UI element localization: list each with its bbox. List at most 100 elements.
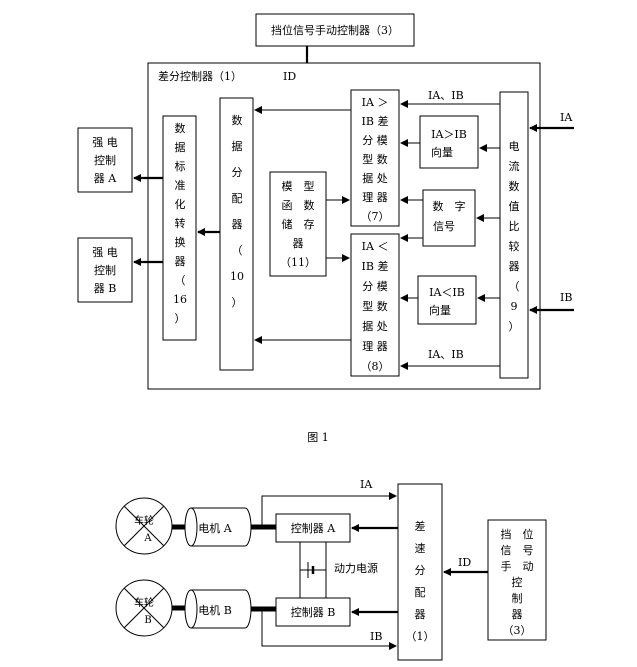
standardization-converter-box [162,115,197,341]
distributor-line-1: 数 [232,114,243,127]
std-converter-line-3: 标 [175,159,186,173]
motor-b-label: 电机 B [198,603,232,617]
wheel-a-letter: A [143,533,152,544]
distributor-line-6: （ [232,244,243,257]
comparator-box [499,91,529,379]
vector-lt-line2: 向量 [429,303,451,317]
comparator-line-4: 值 [509,200,520,213]
processor-8-line-7: （8） [361,360,390,373]
std-converter-line-6: 转 [175,216,186,230]
processor-8-line-5: 据 处 [362,319,388,333]
processor-8-line-3: 分 模 [362,280,388,293]
wheel-a-cross-2 [123,505,165,547]
model-store-line-5: （11） [280,256,316,269]
vector-lt-box [417,275,477,325]
processor-7-line-2: IB 差 [362,114,389,128]
data-distributor-box [219,97,254,371]
processor-7-line-7: （7） [361,210,390,223]
processor-8-box [350,233,400,377]
distributor-line-4: 配 [232,192,243,205]
processor-8-line-2: IB 差 [362,259,389,273]
model-store-line-2: 函 数 [282,199,315,212]
controller-a-label: 控制器 A [291,521,336,535]
diff-distributor-box [397,483,443,661]
distributor-line-3: 分 [232,166,243,179]
distributor-line-2: 据 [232,139,243,153]
manual-2-line-5: 制 [512,592,523,605]
processor-7-box [350,89,400,227]
distributor-line-5: 器 [232,218,243,231]
id-label: ID [283,70,296,83]
wheel-b-label: 车轮 [134,596,154,609]
ia-label: IA [360,478,373,491]
strong-a-line2: 控制 [94,153,116,167]
figure-1-caption: 图 1 [307,431,329,444]
controller-b-box [275,597,351,627]
manual-2-line-2: 信 号 [501,544,534,557]
processor-8-line-6: 理 器 [362,340,388,353]
ia-ib-bottom-label: IA、IB [428,348,464,361]
digital-line2: 信号 [433,220,455,233]
digital-signal-box [422,189,476,247]
controller-a-box [275,513,351,543]
std-converter-line-10: 16 [173,293,187,306]
ia-feedback-line [261,492,397,527]
distributor-line-7: 10 [230,270,244,283]
std-converter-line-9: （ [175,274,186,287]
comparator-line-10: ） [509,320,520,333]
strong-controller-a-box [77,127,133,193]
processor-7-line-4: 型 数 [362,152,388,166]
processor-8-line-4: 型 数 [362,299,388,313]
controller-b-label: 控制器 B [291,605,336,619]
manual-controller-2-box [487,519,547,641]
strong-controller-b-box [77,237,133,303]
strong-b-line3: 器 B [94,282,117,295]
motor-b: 电机 B [184,589,252,629]
strong-a-line1: 强 电 [92,136,118,149]
motor-a: 电机 A [184,507,252,547]
model-store-line-1: 模 型 [282,179,315,193]
std-converter-line-2: 据 [175,140,186,154]
vector-gt-line2: 向量 [431,145,453,159]
processor-7-line-5: 据 处 [362,171,388,185]
model-store-box [269,171,327,277]
figure-1: 挡位信号手动控制器（3） 差分控制器（1） ID 强 电 控制 器 A 强 电 … [77,13,574,444]
comparator-line-8: （ [509,280,520,293]
ia-input-label: IA [560,111,573,124]
comparator-line-3: 数 [509,180,520,193]
comparator-line-2: 流 [509,159,520,173]
wheel-b-letter: B [144,615,151,626]
model-store-line-4: 器 [293,237,304,250]
motor-a-label: 电机 A [198,521,232,535]
vector-lt-line1: IA＜IB [429,286,465,299]
std-converter-line-4: 准 [175,179,186,192]
diff-distributor-line-1: 差 [415,519,426,533]
processor-7-line-6: 理 器 [362,191,388,204]
processor-7-label: IA ＞ IB 差分 模型 数据 处理 器 （7） [361,96,390,223]
vector-gt-line1: IA＞IB [431,128,467,141]
manual-controller-2-label: 挡 位信 号手 动控制器（3） [501,527,534,637]
diff-distributor-line-4: 配 [415,586,426,599]
distributor-line-8: ） [232,296,243,309]
ib-input-label: IB [560,291,572,304]
manual-controller-label: 挡位信号手动控制器（3） [271,23,399,37]
power-label: 动力电源 [334,561,378,575]
manual-2-line-7: （3） [503,624,532,637]
diff-distributor-line-5: 器 [415,608,426,621]
manual-2-line-6: 器 [512,608,523,621]
processor-7-line-3: 分 模 [362,134,388,147]
comparator-line-6: 较 [509,239,520,253]
strong-b-line1: 强 电 [92,246,118,259]
model-store-label: 模 型函 数储 存器 （11） [280,179,316,269]
std-converter-line-11: ） [175,312,186,325]
comparator-line-7: 器 [509,260,520,273]
diff-distributor-line-2: 速 [415,542,426,555]
wheel-a-label: 车轮 [134,514,154,527]
model-store-line-3: 储 存 [282,217,315,231]
processor-7-line-1: IA ＞ [362,96,389,109]
diff-distributor-line-3: 分 [415,564,426,577]
processor-8-line-1: IA ＜ [362,240,389,253]
